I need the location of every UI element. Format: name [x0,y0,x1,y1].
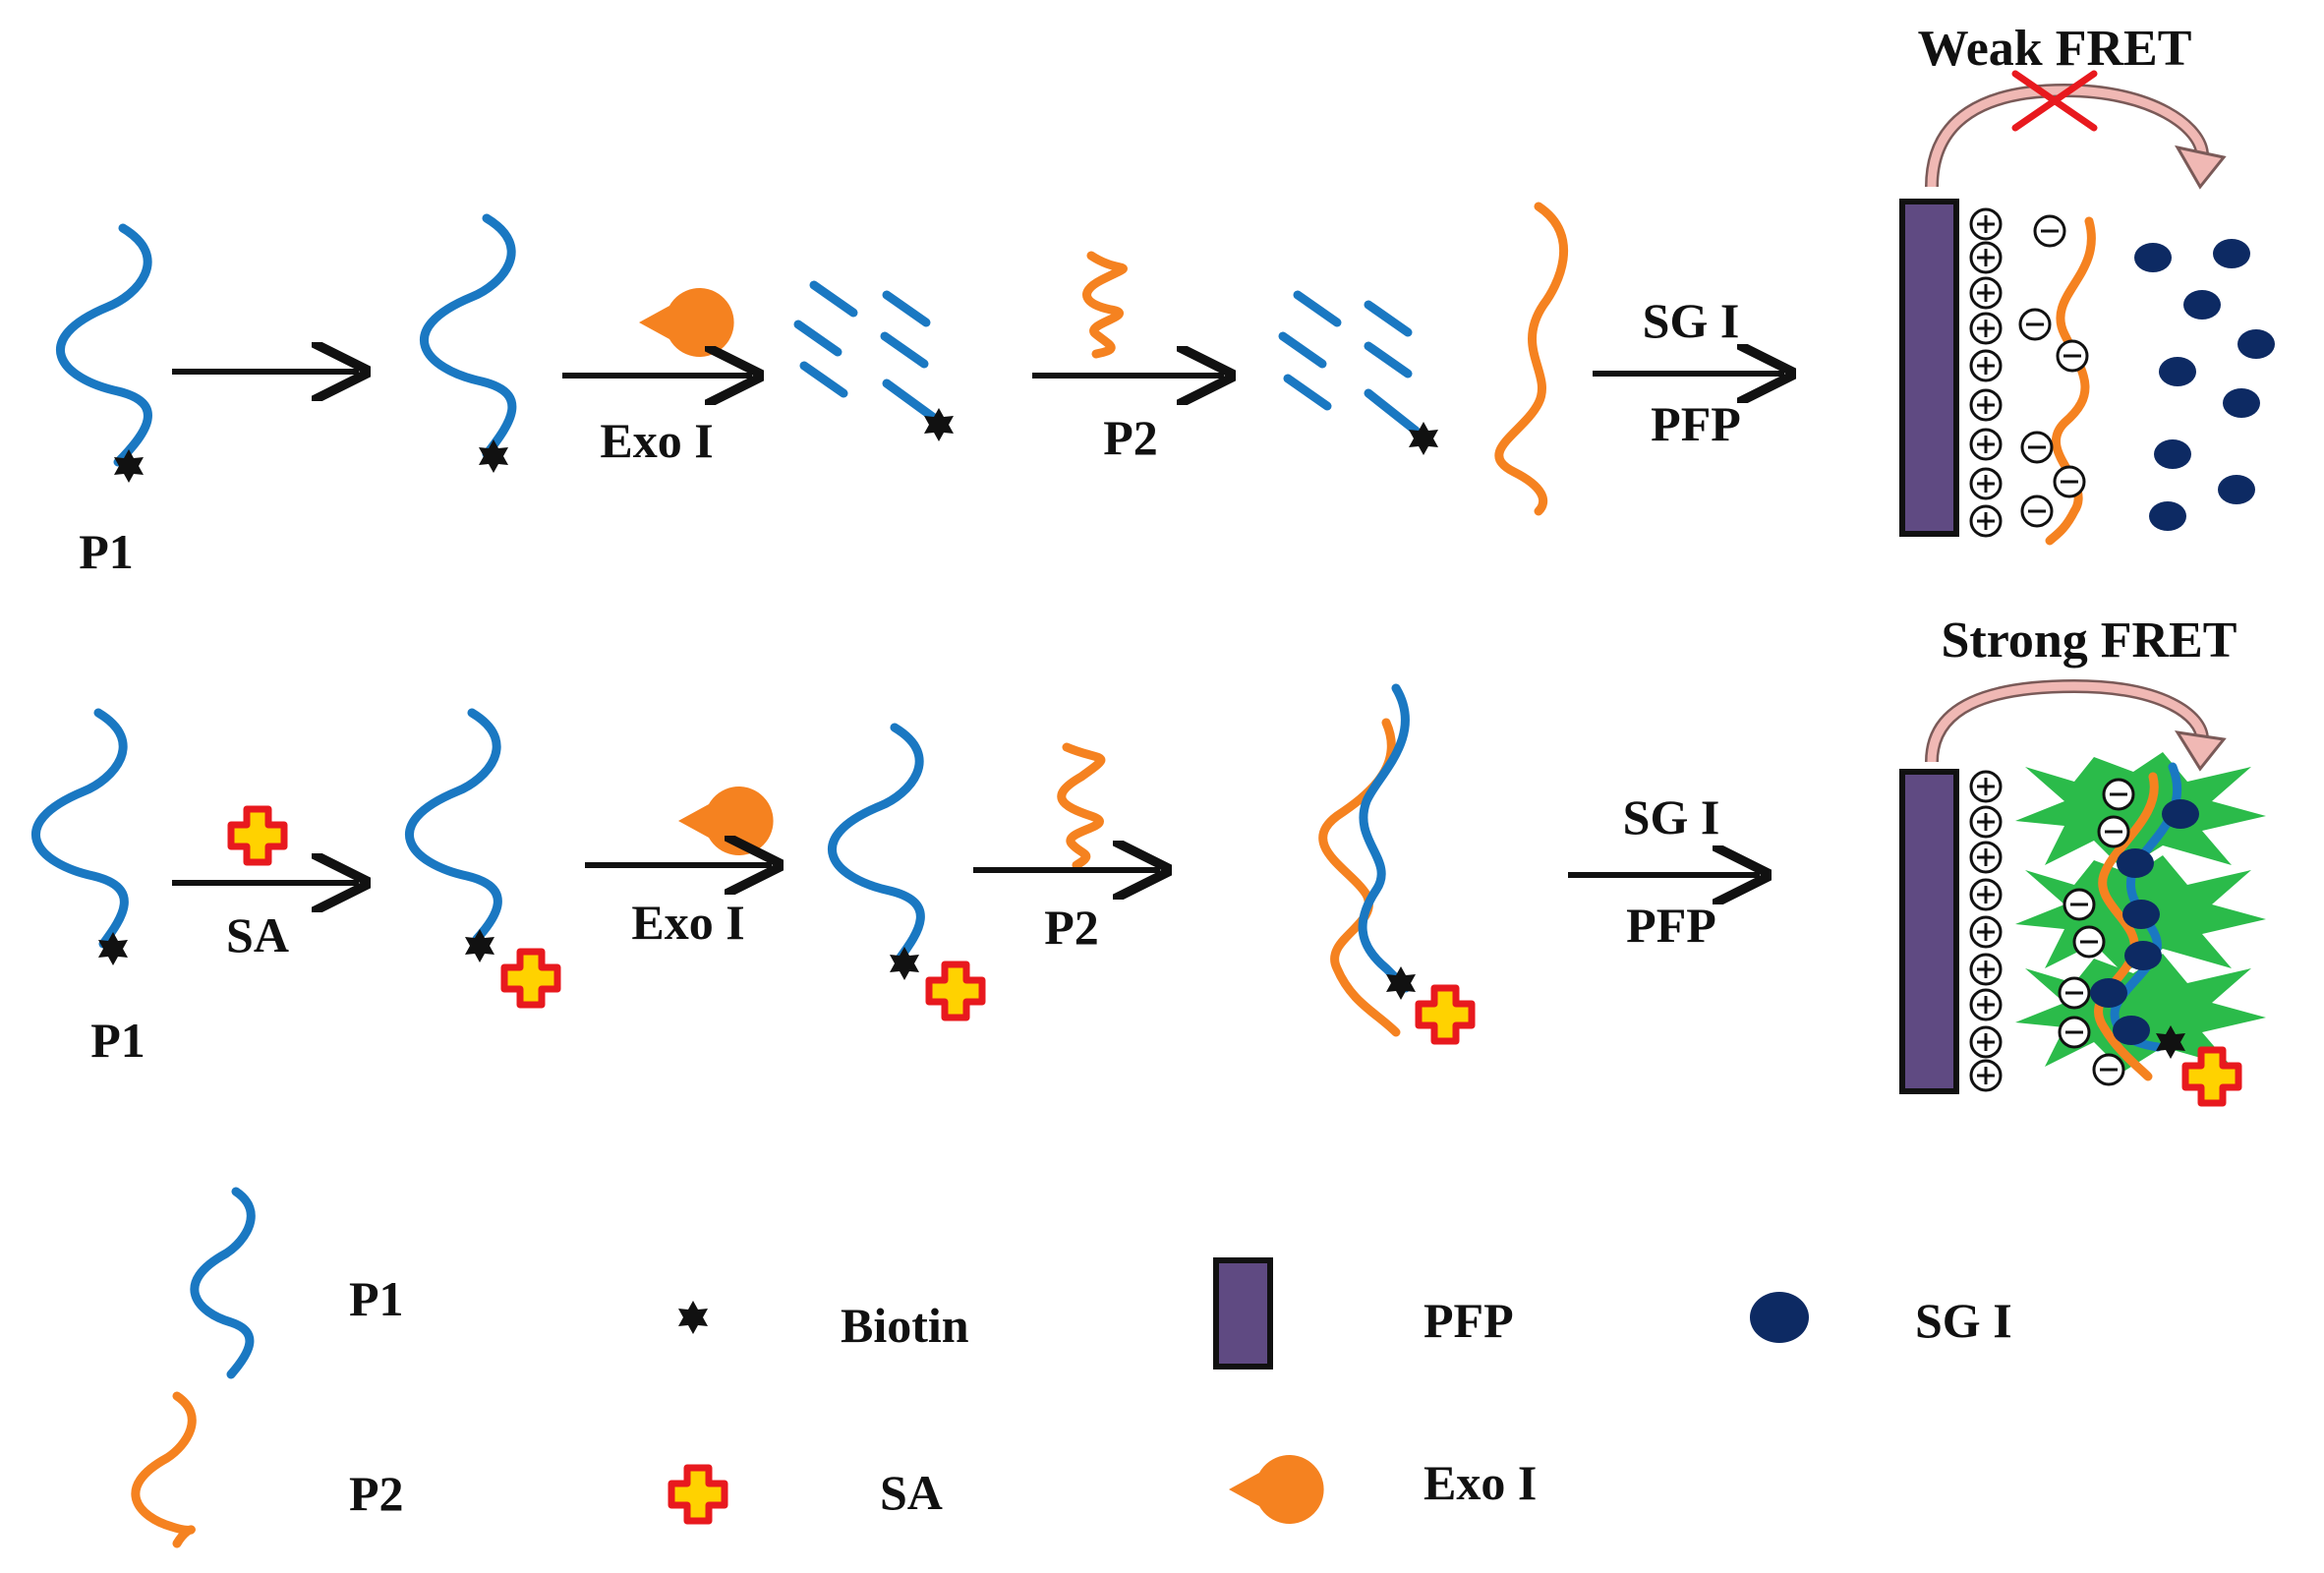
bottom-p1-protected [828,723,982,1018]
sa-icon [504,952,557,1005]
sa-icon [231,809,284,862]
free-sg-dots [2134,239,2275,531]
biotin-icon [465,929,494,962]
bottom-sa-label: SA [226,907,289,962]
legend-sg-swatch [1750,1292,1809,1343]
top-p2-long-strand [1494,202,1569,516]
positive-charges-2 [1969,770,2003,1092]
legend-pfp-swatch [1213,1257,1273,1369]
positive-charges [1969,207,2003,538]
legend-exo-icon [1229,1455,1324,1524]
top-p2-strand [1082,251,1128,359]
top-p1-label: P1 [79,524,134,579]
legend-exo-label: Exo I [1423,1455,1537,1510]
p1-p2-duplex [1318,683,1472,1041]
weak-fret-label: Weak FRET [1918,21,2192,77]
weak-p2-strand [2045,216,2096,546]
bottom-p2-label: P2 [1044,900,1099,955]
bottom-p1-sa-complex [405,708,557,1005]
legend-sa-label: SA [880,1465,943,1520]
legend: P1 P2 Biotin SA PFP Exo I SG I [131,1187,2012,1548]
legend-biotin-label: Biotin [841,1298,969,1353]
pfp-polymer-bar-2 [1899,769,1959,1094]
bottom-exo-label: Exo I [631,895,744,950]
legend-p1-swatch [190,1187,256,1379]
top-fragments-2 [1278,290,1421,436]
bottom-pfp-label: PFP [1626,898,1716,953]
weak-fret-arrow [1925,83,2209,188]
top-p1-probe-2 [420,213,517,473]
bottom-sg-label: SG I [1623,789,1720,845]
exo-i-icon [678,786,774,855]
bottom-p1-label: P1 [90,1013,145,1068]
fret-blocked-cross-icon [2011,70,2098,132]
top-fragments [793,280,939,423]
legend-p1-label: P1 [349,1271,404,1326]
legend-pfp-label: PFP [1423,1293,1514,1348]
exo-i-icon [639,288,734,357]
top-p2-label: P2 [1103,410,1158,465]
legend-biotin-icon [678,1301,708,1334]
sa-icon [929,964,982,1018]
biotin-icon [890,947,919,980]
legend-p2-label: P2 [349,1466,404,1521]
top-p1-probe [56,223,152,483]
bottom-p2-strand [1057,742,1106,870]
bottom-p1-probe [31,708,129,965]
sa-icon [1419,988,1472,1041]
strong-fret-label: Strong FRET [1942,612,2237,669]
legend-p2-swatch [131,1391,197,1548]
top-exo-label: Exo I [600,413,713,468]
top-sg-label: SG I [1643,293,1740,348]
top-pfp-label: PFP [1651,396,1741,451]
legend-sa-icon [671,1468,725,1521]
pfp-polymer-bar [1899,199,1959,537]
legend-sg-label: SG I [1915,1293,2012,1348]
negative-charges [2018,214,2089,528]
sa-icon [2185,1050,2238,1103]
